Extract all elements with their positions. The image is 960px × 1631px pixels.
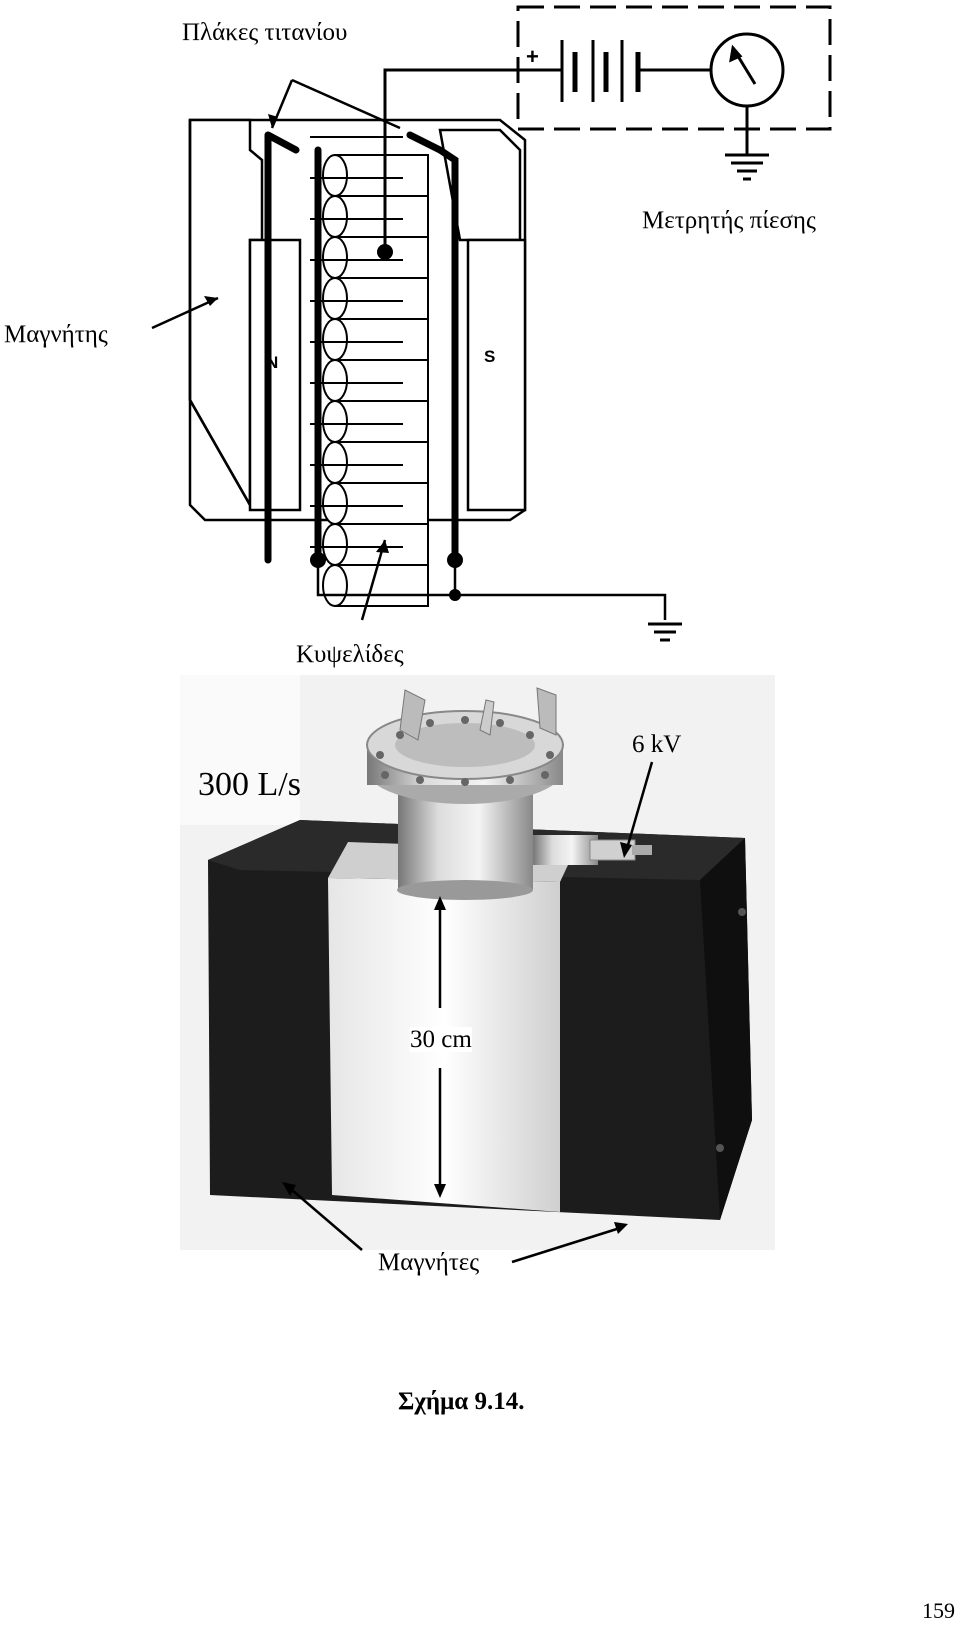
cells-label: Κυψελίδες <box>296 641 404 668</box>
ground-symbol-bottom-icon <box>648 622 682 642</box>
cell-tube <box>334 564 429 607</box>
cell-tube-end <box>322 523 348 566</box>
pumping-speed-label: 300 L/s <box>198 766 301 803</box>
cell-tube-end <box>322 236 348 279</box>
annotation-arrows <box>151 78 401 621</box>
cell-tube <box>334 359 429 402</box>
cell-tube-end <box>322 195 348 238</box>
page-number: 159 <box>922 1598 955 1623</box>
height-arrow-head-top <box>434 896 446 910</box>
cell-tube-end <box>322 400 348 443</box>
voltage-label: 6 kV <box>632 731 682 758</box>
power-supply-box <box>516 5 832 131</box>
south-pole-piece: S <box>466 238 527 512</box>
cell-tube <box>334 400 429 443</box>
cell-tube <box>334 154 429 197</box>
photo-background <box>180 675 775 1250</box>
titanium-plates-label: Πλάκες τιτανίου <box>182 19 348 46</box>
pump-housing <box>208 820 752 1220</box>
pole-s-label: S <box>484 347 495 366</box>
cell-tube <box>334 195 429 238</box>
magnet-label: Μαγνήτης <box>4 321 108 348</box>
cell-tube <box>334 523 429 566</box>
cell-tube-end <box>322 441 348 484</box>
cell-tube-end <box>322 154 348 197</box>
voltage-arrow <box>626 761 654 846</box>
junction-dot-left <box>310 552 326 568</box>
height-arrow-head-bottom <box>434 1184 446 1198</box>
cell-tube-end <box>322 359 348 402</box>
ion-pump-diagram: N S + <box>151 5 832 642</box>
junction-dot-right <box>447 552 463 568</box>
cell-tube-end <box>322 564 348 607</box>
height-label: 30 cm <box>410 1026 472 1053</box>
pump-flange <box>366 687 652 900</box>
magnets-label: Μαγνήτες <box>378 1249 480 1276</box>
battery-icon <box>520 40 710 102</box>
pressure-gauge-icon <box>709 32 785 181</box>
cell-tube <box>334 277 429 320</box>
anode-cells <box>310 136 429 607</box>
junction-dot-bottom <box>449 589 461 601</box>
cell-tube-end <box>322 318 348 361</box>
cell-tube-end <box>322 277 348 320</box>
cell-tube <box>334 482 429 525</box>
cell-tube-end <box>322 482 348 525</box>
cell-tube <box>334 441 429 484</box>
figure-caption: Σχήμα 9.14. <box>398 1388 525 1415</box>
north-pole-piece: N <box>248 238 302 512</box>
anode-lead <box>383 68 520 252</box>
pressure-gauge-label: Μετρητής πίεσης <box>642 207 816 234</box>
anode-contact-dot <box>377 244 393 260</box>
cell-tube <box>334 318 429 361</box>
battery-plus-sign: + <box>526 44 539 69</box>
